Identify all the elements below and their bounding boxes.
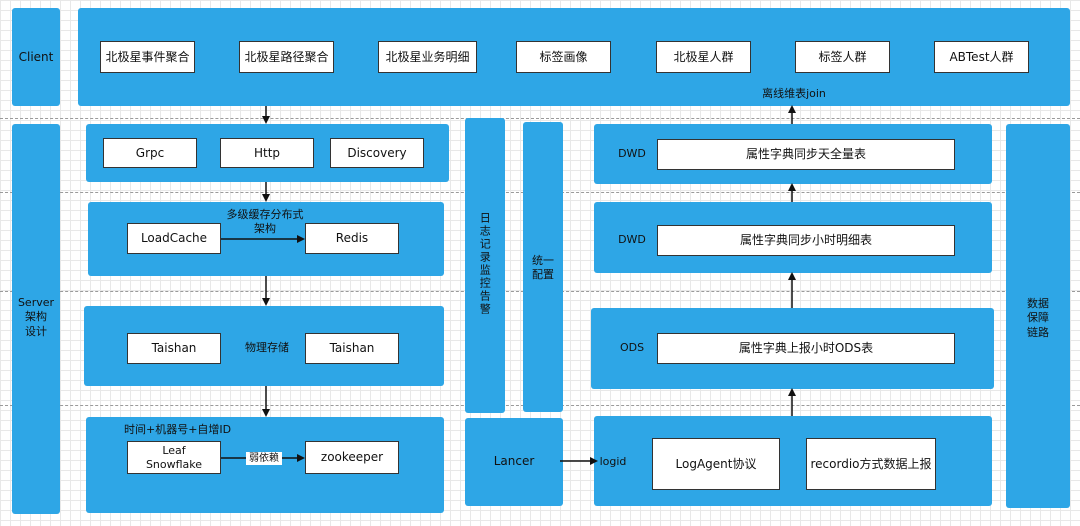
client-item-tag-crowd[interactable]: 标签人群 — [795, 41, 890, 73]
leaf-snowflake-box[interactable]: Leaf Snowflake — [127, 441, 221, 474]
grpc-box[interactable]: Grpc — [103, 138, 197, 168]
separator-line-1 — [0, 118, 1080, 119]
client-label: Client — [18, 50, 54, 64]
server-label-block: Server 架构设计 — [12, 124, 60, 514]
unified-config-block: 统一配置 — [523, 122, 563, 412]
data-assurance-block: 数据保障链路 — [1006, 124, 1070, 508]
leaf-line1: Leaf — [162, 444, 186, 458]
offline-join-label: 离线维表join — [762, 87, 826, 100]
logid-label: logid — [599, 455, 627, 468]
dwd-full-table-box[interactable]: 属性字典同步天全量表 — [657, 139, 955, 170]
zookeeper-box[interactable]: zookeeper — [305, 441, 399, 474]
unified-config-label: 统一配置 — [532, 254, 554, 282]
ods-tag: ODS — [619, 341, 645, 354]
leaf-line2: Snowflake — [145, 457, 203, 471]
logagent-box[interactable]: LogAgent协议 — [652, 438, 780, 490]
weak-dependency-label: 弱依赖 — [246, 452, 282, 465]
ods-table-box[interactable]: 属性字典上报小时ODS表 — [657, 333, 955, 364]
client-label-block: Client — [12, 8, 60, 106]
server-label: Server 架构设计 — [12, 296, 60, 339]
cache-title-line1: 多级缓存分布式 — [226, 208, 304, 221]
lancer-label: Lancer — [493, 454, 535, 468]
server-label-line2: 架构设计 — [25, 310, 47, 338]
dwd-hourly-table-box[interactable]: 属性字典同步小时明细表 — [657, 225, 955, 256]
discovery-box[interactable]: Discovery — [330, 138, 424, 168]
client-item-tag-profile[interactable]: 标签画像 — [516, 41, 611, 73]
dwd-full-tag: DWD — [618, 147, 646, 160]
redis-box[interactable]: Redis — [305, 223, 399, 254]
taishan-left-box[interactable]: Taishan — [127, 333, 221, 364]
cache-title: 多级缓存分布式 架构 — [210, 208, 320, 237]
lancer-block: Lancer — [465, 418, 563, 506]
client-item-abtest-crowd[interactable]: ABTest人群 — [934, 41, 1029, 73]
loadcache-box[interactable]: LoadCache — [127, 223, 221, 254]
dwd-hourly-tag: DWD — [618, 233, 646, 246]
client-item-northstar-detail[interactable]: 北极星业务明细 — [378, 41, 477, 73]
id-gen-title: 时间+机器号+自增ID — [124, 423, 232, 436]
client-item-northstar-crowd[interactable]: 北极星人群 — [656, 41, 751, 73]
taishan-right-box[interactable]: Taishan — [305, 333, 399, 364]
server-label-line1: Server — [17, 296, 55, 309]
client-item-northstar-path[interactable]: 北极星路径聚合 — [239, 41, 334, 73]
cache-title-line2: 架构 — [254, 222, 276, 236]
log-monitor-label: 日志记录监控告警 — [478, 212, 492, 316]
data-assurance-label: 数据保障链路 — [1027, 297, 1049, 339]
http-box[interactable]: Http — [220, 138, 314, 168]
log-monitor-block: 日志记录监控告警 — [465, 118, 505, 413]
client-item-northstar-event[interactable]: 北极星事件聚合 — [100, 41, 195, 73]
recordio-box[interactable]: recordio方式数据上报 — [806, 438, 936, 490]
physical-storage-label: 物理存储 — [245, 341, 289, 354]
